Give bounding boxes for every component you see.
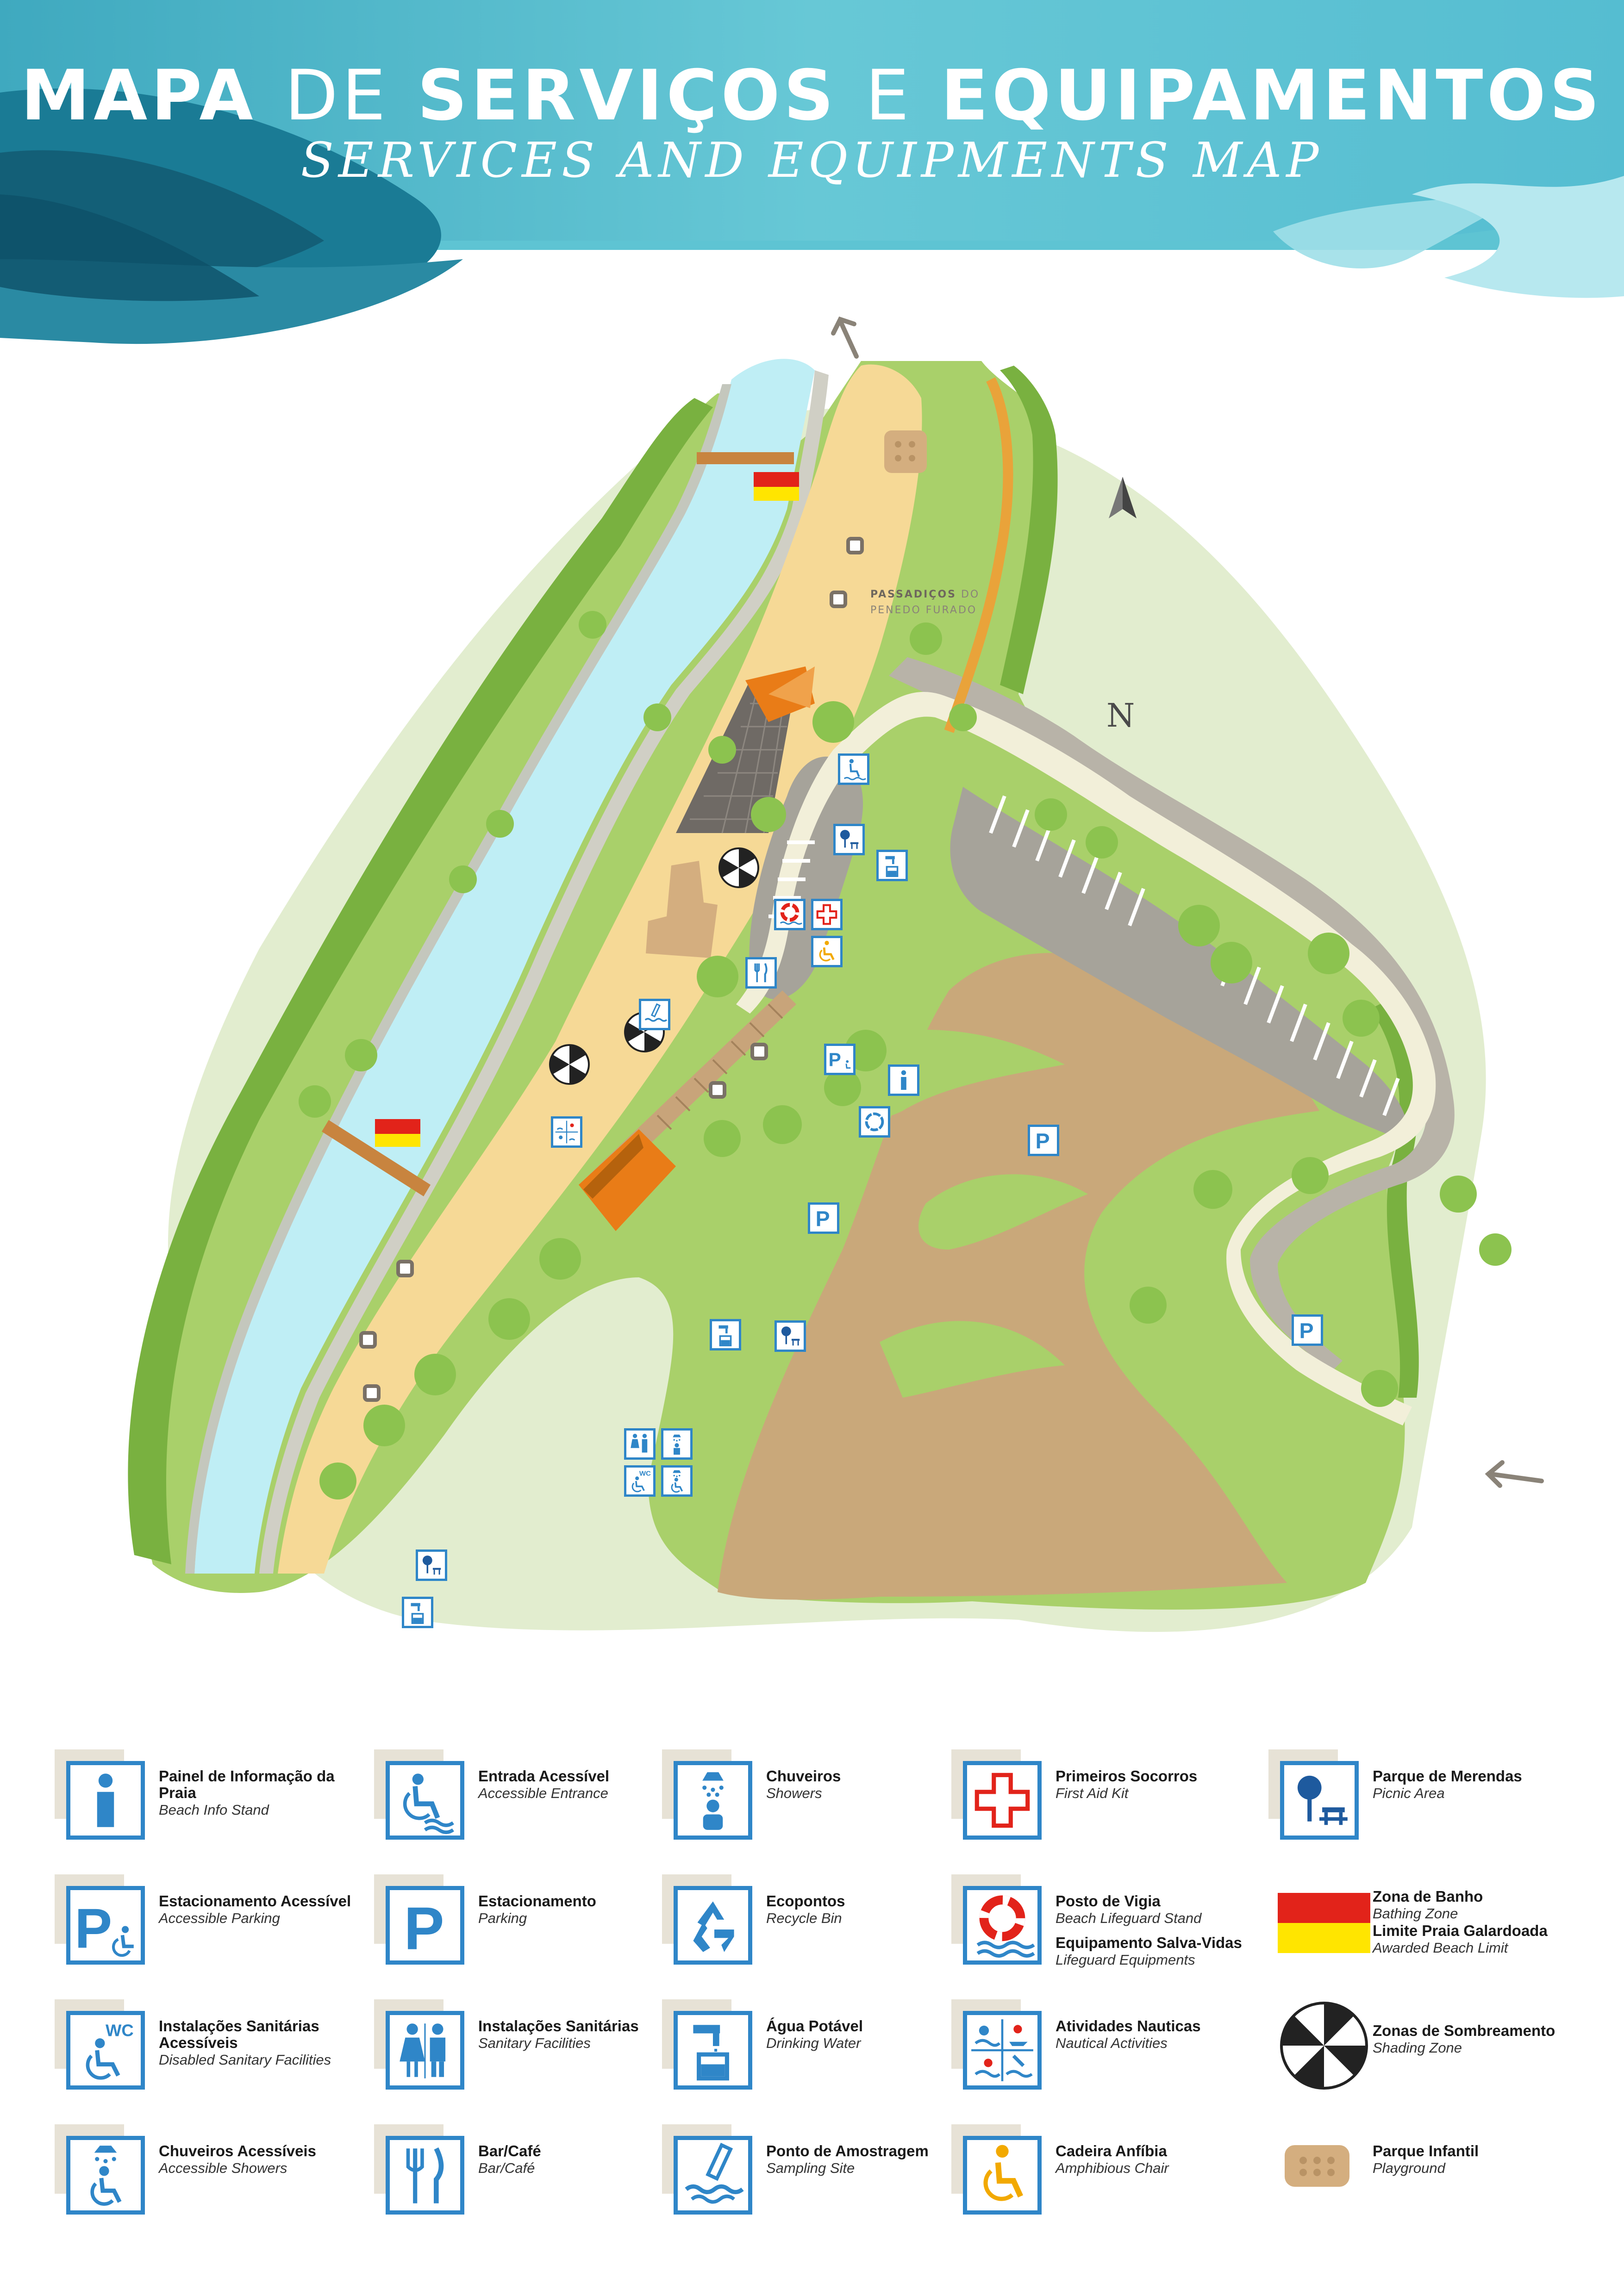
map-drinking-water-icon-top: [876, 850, 908, 881]
map-shower-icon: [661, 1428, 693, 1460]
passadicos-arrow: [831, 316, 859, 359]
map-picnic-icon-top: [833, 824, 865, 855]
bar-cafe-icon: [386, 2136, 464, 2215]
beach-map-illustration: [128, 316, 1544, 1632]
map-parking-icon-1: P: [1028, 1125, 1059, 1156]
map-parking-icon-2: P: [808, 1202, 839, 1234]
drinking-water-icon: [674, 2011, 752, 2090]
bathing-flag-top: [754, 472, 799, 501]
amphibious-chair-icon: [963, 2136, 1042, 2215]
map-amphibious-chair-icon: [811, 936, 843, 967]
playground-top: [884, 430, 927, 473]
sanitary-building: [579, 1129, 676, 1231]
header-banner: MAPA DE SERVIÇOS E EQUIPAMENTOS SERVICES…: [0, 0, 1624, 417]
map-lifebuoy-icon: [774, 899, 806, 930]
map-accessible-entrance-icon: [838, 753, 869, 785]
playground-icon: [1282, 2143, 1352, 2189]
svg-text:P: P: [816, 1207, 830, 1231]
bottom-bridge: [322, 1120, 431, 1196]
shower-icon: [674, 1761, 752, 1840]
svg-text:P: P: [1036, 1129, 1050, 1153]
parking-icon: P: [386, 1886, 464, 1965]
top-bridge: [697, 452, 794, 464]
map-drinking-water-icon-mid: [710, 1319, 741, 1350]
map-accessible-wc-icon: WC: [624, 1465, 656, 1497]
map-picnic-icon-mid: [775, 1320, 806, 1352]
picnic-icon: [1280, 1761, 1359, 1840]
svg-text:P: P: [1299, 1319, 1314, 1343]
map-drinking-water-icon-bottom: [402, 1597, 433, 1628]
first-aid-icon: [963, 1761, 1042, 1840]
svg-text:P: P: [829, 1049, 841, 1070]
svg-text:P: P: [404, 1895, 444, 1960]
map-wc-icon: [624, 1428, 656, 1460]
map-nautical-icon: [551, 1116, 582, 1148]
map-bar-cafe-icon: [745, 957, 777, 989]
map-first-aid-icon: [811, 899, 843, 930]
accessible-wc-icon: WC: [66, 2011, 145, 2090]
header-wave-background: [0, 0, 1624, 344]
umbrella-icon: [1278, 1999, 1370, 2092]
recycle-icon: [674, 1886, 752, 1965]
lifebuoy-icon: [963, 1886, 1042, 1965]
north-label: N: [1106, 697, 1135, 734]
map-parking-icon-3: P: [1292, 1314, 1323, 1346]
north-arrow-icon: [1109, 477, 1137, 518]
nautical-icon: [963, 2011, 1042, 2090]
map-sampling-icon: [639, 999, 670, 1030]
bathing-flag-bottom: [375, 1119, 420, 1147]
svg-text:WC: WC: [639, 1469, 651, 1477]
playground-sand-castle: [646, 861, 718, 958]
title-main: MAPA DE SERVIÇOS E EQUIPAMENTOS: [20, 56, 1604, 136]
map-accessible-shower-icon: [661, 1465, 693, 1497]
info-icon: [66, 1761, 145, 1840]
map-info-icon: [888, 1064, 919, 1096]
map-recycle-icon: [859, 1106, 890, 1138]
map-picnic-icon-bottom: [416, 1549, 447, 1581]
map-accessible-parking-icon: P: [824, 1044, 856, 1075]
wc-icon: [386, 2011, 464, 2090]
accessible-entrance-icon: [386, 1761, 464, 1840]
svg-text:WC: WC: [106, 2021, 134, 2040]
accessible-parking-icon: P: [66, 1886, 145, 1965]
bathing-flag-icon: [1278, 1893, 1370, 1953]
entrance-arrow: [1424, 1460, 1544, 1488]
title-subtitle: SERVICES AND EQUIPMENTS MAP: [300, 132, 1324, 188]
accessible-shower-icon: [66, 2136, 145, 2215]
sampling-icon: [674, 2136, 752, 2215]
svg-text:P: P: [75, 1897, 112, 1960]
